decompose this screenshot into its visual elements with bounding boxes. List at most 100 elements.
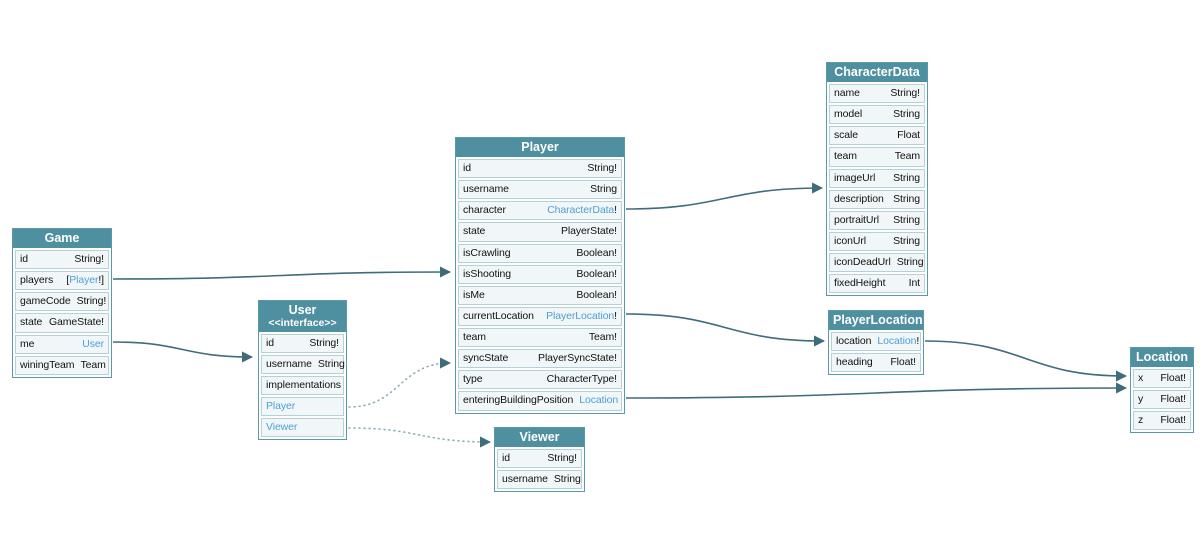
field-name: imageUrl bbox=[834, 171, 876, 184]
field-name: name bbox=[834, 87, 860, 99]
type-link[interactable]: Player bbox=[69, 274, 99, 287]
field-row-Player[interactable]: Player bbox=[261, 396, 344, 417]
field-type: Boolean! bbox=[576, 247, 617, 260]
field-type: Float! bbox=[890, 356, 916, 369]
field-name: x bbox=[1138, 372, 1144, 384]
field-name: iconDeadUrl bbox=[834, 256, 891, 268]
field-type: String! bbox=[890, 87, 920, 100]
field-name: state bbox=[463, 225, 486, 238]
type-text: String! bbox=[74, 253, 104, 265]
field-name: gameCode bbox=[20, 295, 71, 308]
type-link[interactable]: User bbox=[82, 337, 104, 350]
field-name: implementations bbox=[266, 378, 341, 391]
type-text: String bbox=[896, 256, 924, 268]
type-text: String! bbox=[890, 87, 920, 99]
field-type: [Player!] bbox=[66, 274, 104, 287]
table-title: Game bbox=[44, 231, 80, 245]
field-type: String bbox=[893, 214, 920, 227]
field-row-imageUrl[interactable]: imageUrl String bbox=[829, 168, 925, 188]
type-text: String bbox=[893, 234, 920, 247]
type-text: String bbox=[317, 357, 345, 370]
type-link[interactable]: Location bbox=[579, 394, 619, 407]
type-text: Float! bbox=[1160, 393, 1186, 406]
type-text: String bbox=[553, 473, 581, 486]
field-name: iconUrl bbox=[834, 234, 866, 247]
type-text: String bbox=[893, 108, 920, 121]
field-row-implementations[interactable]: implementations bbox=[261, 375, 344, 395]
field-type: PlayerSyncState! bbox=[538, 352, 617, 365]
field-row-Viewer[interactable]: Viewer bbox=[261, 418, 344, 438]
field-name: id bbox=[266, 336, 274, 349]
field-name: id bbox=[463, 162, 471, 174]
field-row-model[interactable]: model String bbox=[829, 105, 925, 125]
field-name: Viewer bbox=[266, 421, 298, 434]
field-row-iconUrl[interactable]: iconUrl String bbox=[829, 231, 925, 251]
field-name: model bbox=[834, 108, 863, 121]
field-row-iconDeadUrl[interactable]: iconDeadUrl String bbox=[829, 253, 925, 273]
type-text: Float! bbox=[890, 356, 916, 369]
table-title: Location bbox=[1135, 350, 1189, 364]
field-name: players bbox=[20, 274, 54, 287]
type-text: CharacterType! bbox=[546, 373, 617, 386]
field-row-players[interactable]: players [Player!] bbox=[15, 271, 109, 291]
field-row-gameCode[interactable]: gameCode String! bbox=[15, 292, 109, 312]
type-text: String bbox=[893, 171, 920, 184]
type-suffix: !] bbox=[98, 274, 104, 287]
field-type: String! bbox=[77, 295, 107, 308]
field-row-name[interactable]: name String! bbox=[829, 84, 925, 104]
table-header: Viewer bbox=[495, 428, 584, 447]
type-link[interactable]: Location bbox=[877, 335, 917, 347]
type-link[interactable]: CharacterData bbox=[547, 204, 615, 217]
type-text: String bbox=[893, 213, 920, 226]
type-link[interactable]: PlayerLocation bbox=[546, 309, 615, 322]
field-type: String bbox=[318, 358, 345, 371]
type-text: PlayerSyncState! bbox=[538, 352, 617, 365]
type-suffix: ! bbox=[614, 309, 617, 322]
field-name: currentLocation bbox=[463, 309, 534, 322]
table-title: User bbox=[288, 303, 317, 317]
field-name: winingTeam bbox=[20, 358, 75, 371]
table-header: Player bbox=[456, 138, 624, 157]
field-row-currentLocation[interactable]: currentLocation PlayerLocation! bbox=[458, 306, 622, 326]
table-title: PlayerLocation bbox=[833, 313, 923, 327]
table-title: CharacterData bbox=[834, 65, 920, 79]
type-text: Team! bbox=[588, 331, 617, 343]
